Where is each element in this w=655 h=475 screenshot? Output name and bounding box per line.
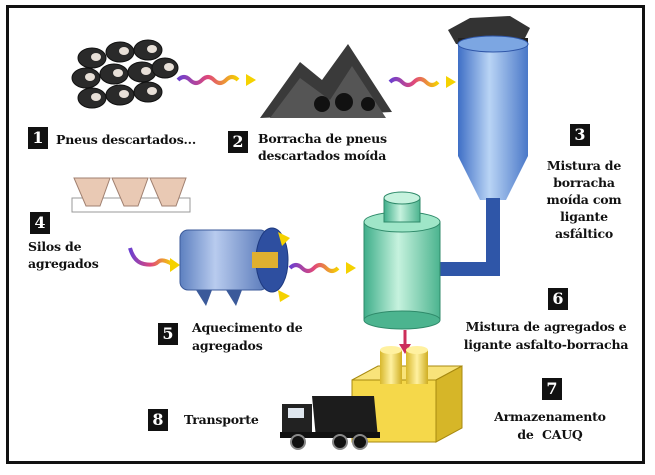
step-5-label-line2: agregados	[192, 338, 263, 353]
step-7-number: 7	[542, 378, 562, 400]
step-5-label-line1: Aquecimento de	[192, 320, 303, 335]
step-6-number: 6	[548, 288, 568, 310]
step-1-label: Pneus descartados...	[56, 132, 196, 147]
cauq-storage-illustration	[351, 346, 463, 443]
flow-arrow-2	[388, 77, 440, 87]
step-6-label-line2: ligante asfalto-borracha	[463, 337, 629, 352]
step-3-label-line3: moída com	[546, 192, 622, 207]
flow-arrow-3	[288, 263, 340, 273]
aggregate-heater-drum-illustration	[179, 227, 290, 306]
mixer-drum-illustration	[363, 191, 441, 354]
step-4-label-line1: Silos de	[28, 239, 82, 254]
step-8-label: Transporte	[184, 412, 259, 427]
step-2-label-line1: Borracha de pneus	[258, 131, 387, 146]
step-3-label-line4: ligante	[560, 209, 608, 224]
step-8-number: 8	[148, 409, 168, 431]
dump-truck-illustration	[280, 396, 380, 450]
step-3-label-line2: borracha	[553, 175, 615, 190]
step-4-number: 4	[30, 212, 50, 234]
tires-pile-illustration	[71, 39, 179, 109]
step-3-number: 3	[570, 124, 590, 146]
ground-rubber-heap-illustration	[260, 44, 392, 118]
step-7-label-line2: de CAUQ	[517, 427, 583, 442]
step-3-label-line5: asfáltico	[554, 226, 614, 241]
step-7-label-line1: Armazenamento	[494, 409, 606, 424]
aggregate-silos-illustration	[71, 177, 191, 213]
step-2-label-line2: descartados moída	[258, 148, 387, 163]
step-6-label-line1: Mistura de agregados e	[465, 319, 627, 334]
step-1-number: 1	[28, 127, 48, 149]
step-4-label-line2: agregados	[28, 256, 99, 271]
step-3-label-line1: Mistura de	[546, 158, 622, 173]
flow-arrow-1	[176, 75, 240, 85]
flow-arrow-silos	[128, 247, 174, 267]
rubber-asphalt-blender-illustration	[440, 16, 530, 276]
step-2-number: 2	[228, 131, 248, 153]
step-5-number: 5	[158, 323, 178, 345]
